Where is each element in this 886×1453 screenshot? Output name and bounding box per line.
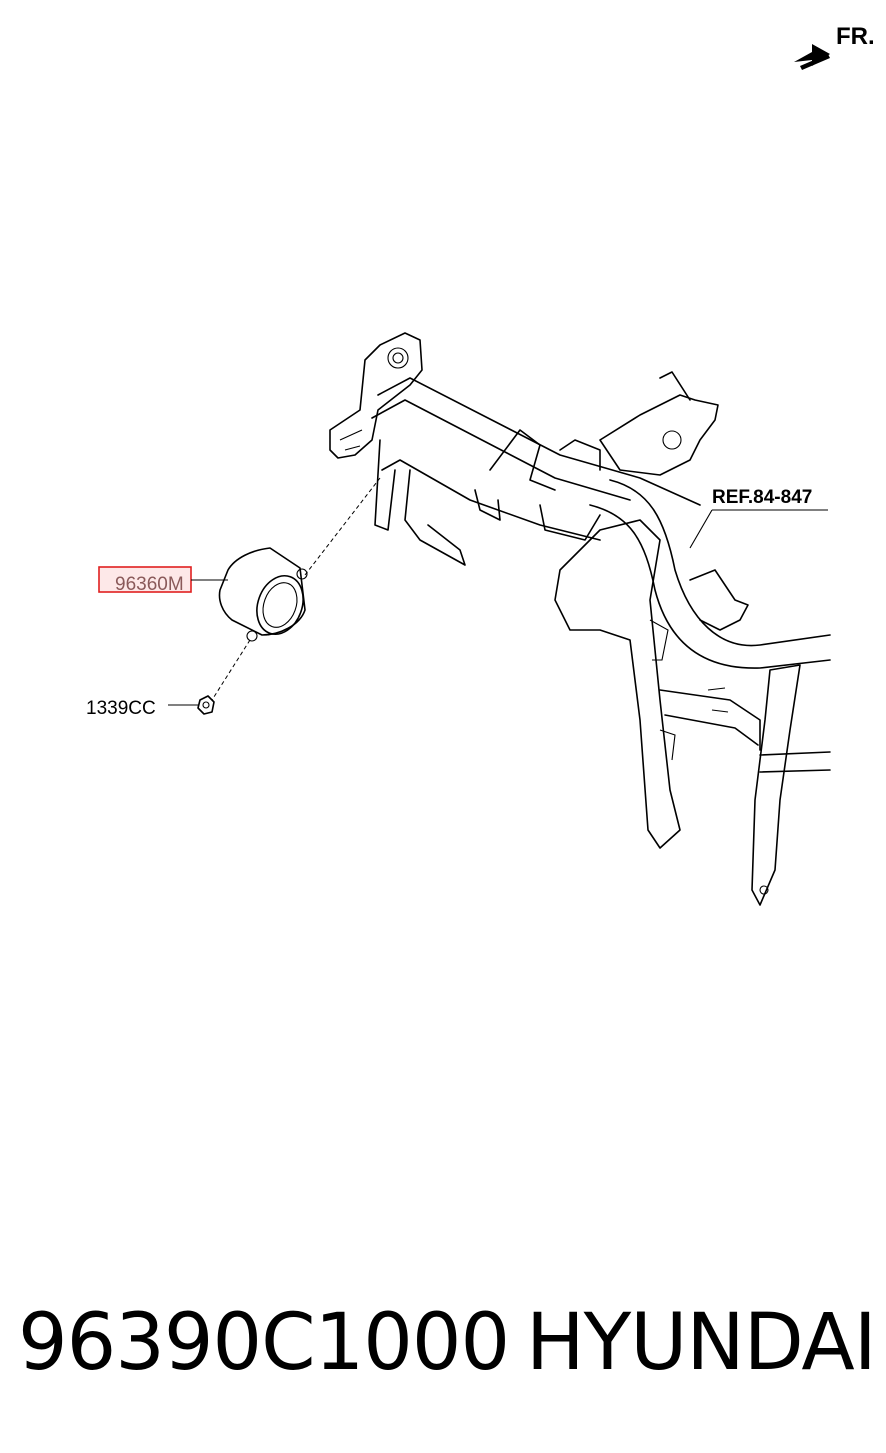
cowl-crossmember-frame <box>329 332 831 906</box>
fastener-label: 1339CC <box>86 698 156 719</box>
install-guide-lower <box>211 639 251 701</box>
brand-name: HYUNDAI <box>526 1298 877 1388</box>
footer: 96390C1000 HYUNDAI <box>18 1298 878 1408</box>
part-number: 96390C1000 <box>18 1298 510 1388</box>
install-guide-upper <box>304 477 381 576</box>
reference-pointer-line <box>689 509 713 549</box>
highlighted-part-box[interactable] <box>98 566 192 593</box>
speaker-part <box>218 547 308 642</box>
front-direction-label: FR. <box>836 23 875 50</box>
reference-label: REF.84-847 <box>712 487 812 508</box>
nut-icon <box>197 695 215 715</box>
highlighted-part-label[interactable]: 96360M <box>115 574 184 595</box>
front-direction-arrow-icon <box>794 44 830 70</box>
